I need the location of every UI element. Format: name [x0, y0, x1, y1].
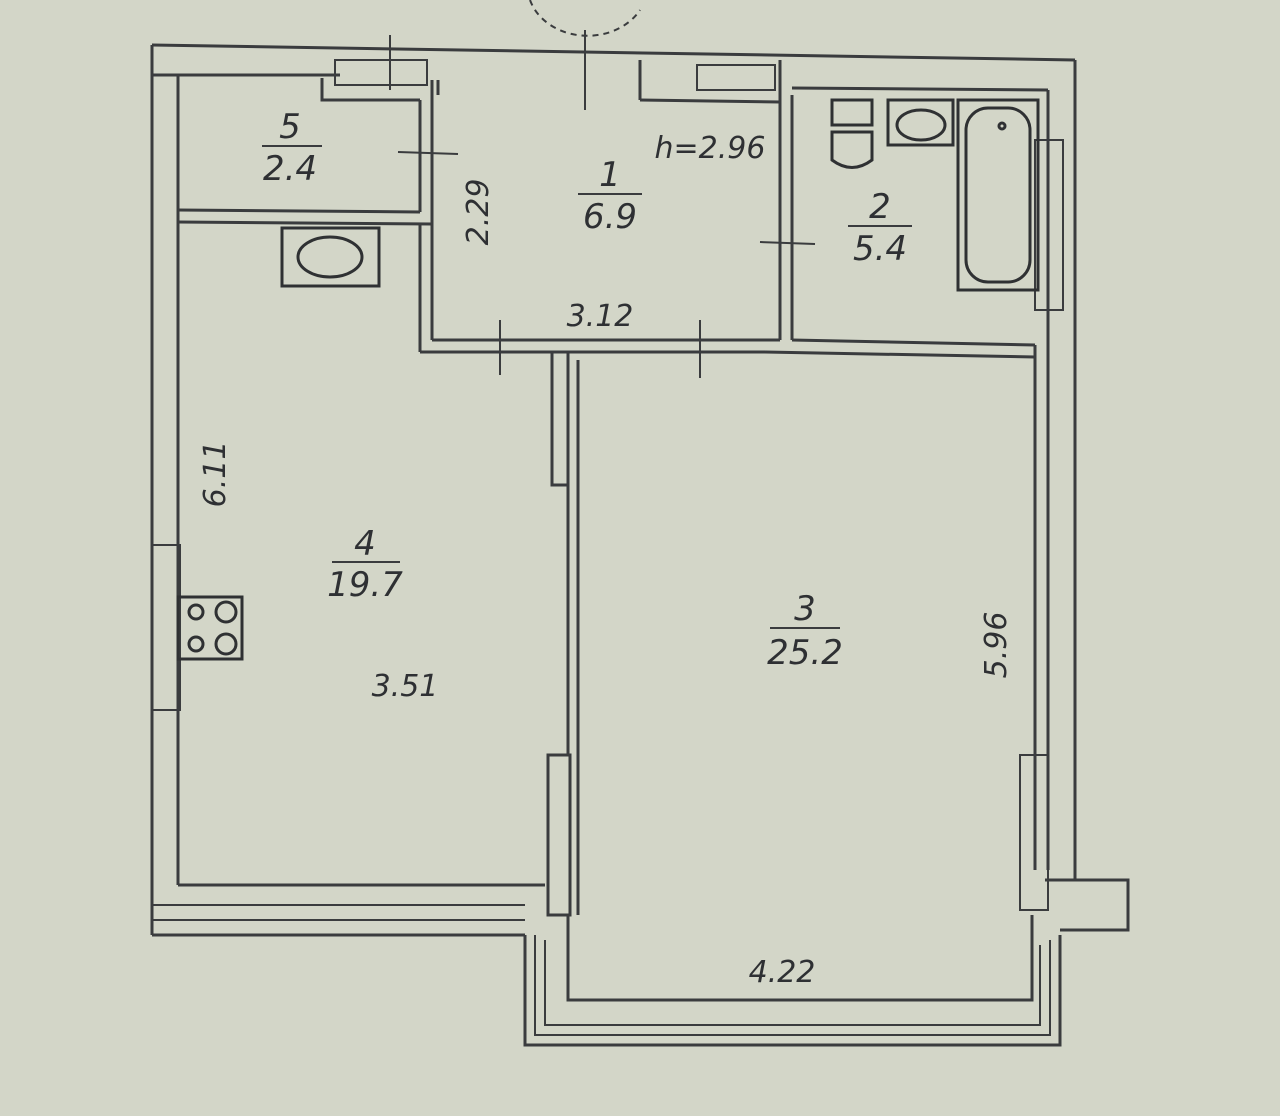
- room-number-4: 4: [354, 524, 376, 564]
- room-area-1: 6.9: [583, 197, 637, 237]
- room-area-2: 5.4: [853, 229, 907, 269]
- room-area-3: 25.2: [767, 633, 843, 673]
- door-marks: [389, 30, 816, 378]
- room-label-2: 2 5.4: [848, 187, 912, 269]
- washbasin-icon: [280, 226, 381, 288]
- room-area-4: 19.7: [327, 565, 403, 605]
- room-number-2: 2: [869, 187, 891, 227]
- dimension-living-length: 5.96: [979, 612, 1014, 679]
- dimension-kitchen-width: 3.51: [372, 669, 439, 704]
- toilet-icon: [830, 98, 874, 169]
- dimension-kitchen-length: 6.11: [198, 441, 233, 508]
- bathtub-icon: [956, 98, 1040, 292]
- room-label-5: 5 2.4: [262, 107, 322, 189]
- dimension-hall-height: 2.29: [461, 179, 496, 246]
- dimension-living-width: 4.22: [749, 955, 816, 990]
- outer-walls: [150, 43, 1077, 937]
- room-number-5: 5: [279, 107, 301, 147]
- entrance-door-swing: [529, 0, 641, 37]
- stove-icon: [176, 595, 244, 661]
- bay-window: [523, 878, 1130, 1047]
- interior-walls: [177, 60, 1049, 917]
- ceiling-height-label: h=2.96: [655, 131, 766, 166]
- room-number-3: 3: [794, 589, 816, 629]
- room-label-3: 3 25.2: [767, 589, 843, 673]
- room-area-5: 2.4: [263, 149, 317, 189]
- windows: [151, 59, 1064, 911]
- room-number-1: 1: [599, 155, 621, 195]
- room-label-1: 1 6.9: [578, 155, 642, 237]
- sink-icon: [886, 98, 955, 147]
- room-label-4: 4 19.7: [327, 524, 403, 605]
- dimension-hall-width: 3.12: [567, 299, 634, 334]
